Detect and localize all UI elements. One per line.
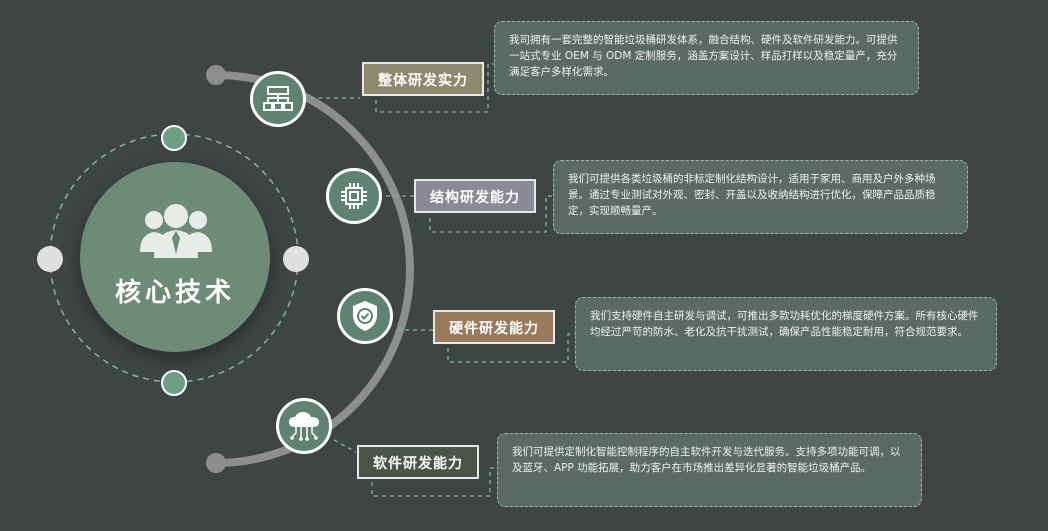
desc-structure-rd: 我们可提供各类垃圾桶的非标定制化结构设计，适用于家用、商用及户外多种场景。通过专…	[553, 160, 968, 234]
users-icon	[140, 204, 212, 258]
chip-icon	[341, 183, 367, 209]
layout-blocks-icon	[263, 86, 293, 111]
label-structure-rd: 结构研发能力	[414, 179, 536, 213]
orbit-dot	[161, 125, 187, 151]
connector	[429, 195, 553, 233]
orbit-dot	[283, 246, 309, 272]
orbit-dot	[161, 370, 187, 396]
connector	[447, 333, 575, 363]
shield-check-icon	[353, 301, 377, 331]
node-software-rd	[276, 398, 332, 454]
label-hardware-rd: 硬件研发能力	[433, 310, 555, 344]
arc-end-dot	[206, 453, 226, 473]
desc-software-rd: 我们可提供定制化智能控制程序的自主软件开发与迭代服务。支持多项功能可调，以及蓝牙…	[497, 433, 922, 507]
connector	[375, 63, 494, 113]
node-hardware-rd	[337, 288, 393, 344]
node-structure-rd	[326, 168, 382, 224]
connector	[333, 439, 357, 453]
connector	[371, 467, 497, 497]
label-software-rd: 软件研发能力	[357, 445, 479, 479]
arc-end-dot	[206, 65, 226, 85]
desc-hardware-rd: 我们支持硬件自主研发与调试，可推出多款功耗优化的梯度硬件方案。所有核心硬件均经过…	[575, 297, 997, 371]
desc-overall-rd: 我司拥有一套完整的智能垃圾桶研发体系，融合结构、硬件及软件研发能力。可提供一站式…	[494, 21, 919, 95]
center-circle: 核心技术	[80, 162, 270, 352]
label-overall-rd: 整体研发实力	[362, 62, 484, 96]
orbit-dot	[37, 246, 63, 272]
node-overall-rd	[250, 71, 306, 127]
center-title: 核心技术	[114, 278, 235, 308]
cloud-circuit-icon	[289, 412, 319, 441]
